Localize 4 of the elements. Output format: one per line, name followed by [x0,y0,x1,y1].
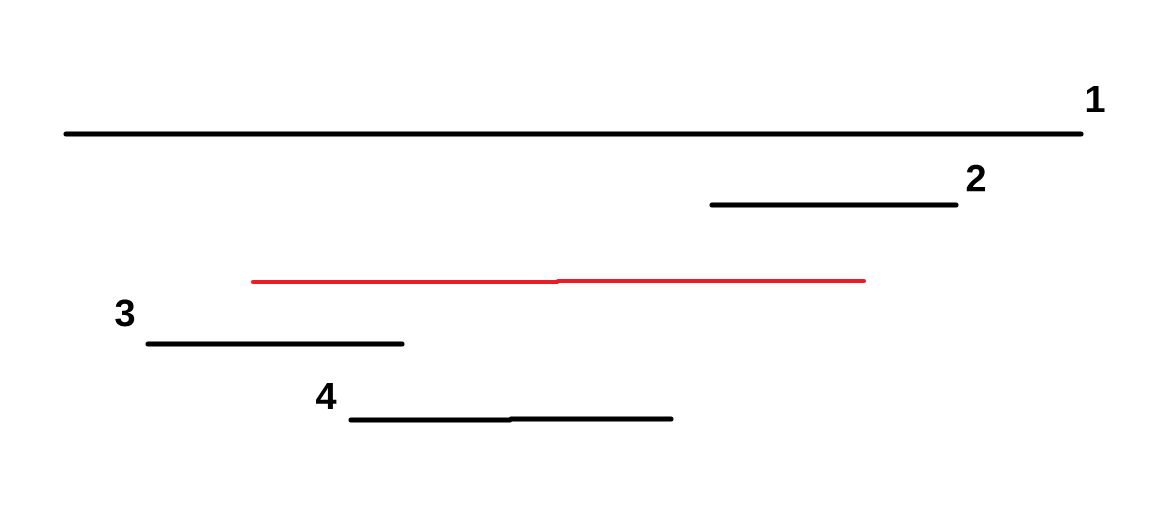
callout-number: 3 [115,299,135,327]
callout-number: 2 [966,164,986,192]
callout-number: 4 [316,382,337,410]
callout-number: 1 [1086,85,1105,113]
